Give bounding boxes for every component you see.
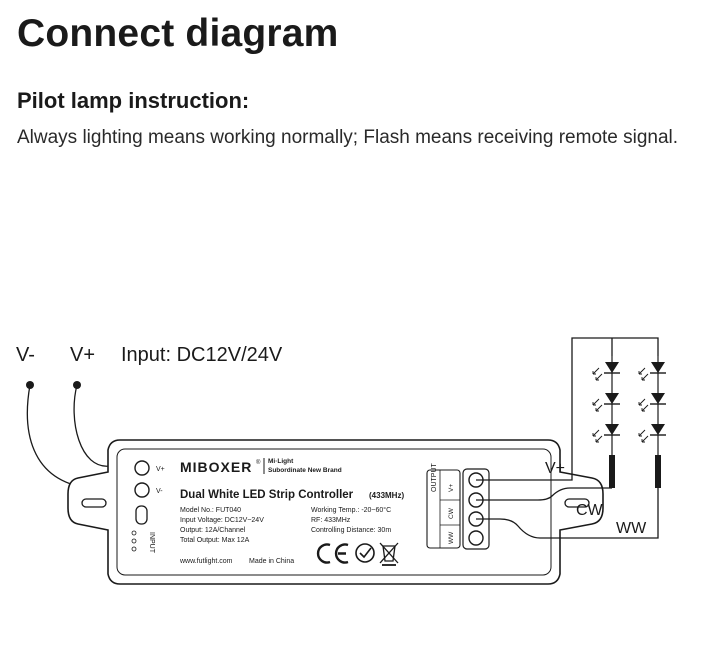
led-icon (605, 424, 619, 435)
led-icon (605, 362, 619, 373)
v-plus-output-wire (476, 337, 659, 481)
right-mounting-slot (564, 498, 590, 508)
spec-rf: RF: 433MHz (311, 517, 351, 524)
led-icon (605, 393, 619, 404)
input-terminal-v-plus (134, 460, 150, 476)
spec-output: Output: 12A/Channel (180, 527, 246, 534)
sub-brand-tagline: Subordinate New Brand (268, 467, 342, 474)
pilot-lamp-description: Always lighting means working normally; … (17, 127, 679, 148)
made-in-china: Made in China (249, 558, 294, 565)
ww-led-string (638, 356, 666, 488)
output-terminal-spare (468, 530, 484, 546)
spec-model: Model No.: FUT040 (180, 507, 241, 514)
input-v-plus-mark: V+ (156, 466, 165, 473)
sub-brand: Mi·Light (268, 458, 294, 465)
input-voltage-label: Input: DC12V/24V (121, 344, 283, 366)
brand-logo: MIBOXER (180, 459, 252, 475)
led-icon (651, 424, 665, 435)
resistor-icon (655, 455, 661, 488)
spec-working-temp: Working Temp.: -20~60°C (311, 506, 391, 514)
led-icon (651, 362, 665, 373)
ce-mark-icon (316, 543, 349, 564)
output-label-box (426, 469, 461, 549)
registered-mark: ® (256, 459, 261, 466)
output-mark-ww: WW (448, 531, 455, 544)
input-v-minus-mark: V- (156, 488, 163, 495)
input-terminal-v-minus (134, 482, 150, 498)
spec-controlling-distance: Controlling Distance: 30m (311, 527, 391, 534)
v-minus-label: V- (16, 344, 35, 366)
product-frequency: (433MHz) (369, 491, 404, 500)
dc-jack-icon (131, 530, 137, 552)
cw-output-wire (476, 487, 612, 501)
weee-bin-icon (379, 542, 399, 566)
output-ww-label: WW (616, 520, 647, 537)
rohs-check-icon (355, 543, 375, 563)
page-title: Connect diagram (17, 12, 339, 55)
product-name: Dual White LED Strip Controller (180, 489, 354, 501)
ww-output-wire (476, 488, 659, 539)
website: www.futlight.com (179, 558, 233, 565)
cw-led-string (592, 356, 620, 488)
output-v-plus-label: V+ (545, 460, 565, 477)
spec-total-output: Total Output: Max 12A (180, 537, 250, 544)
output-cw-label: CW (576, 502, 604, 519)
resistor-icon (609, 455, 615, 488)
output-mark-v-plus: V+ (448, 484, 455, 492)
section-heading: Pilot lamp instruction: (17, 88, 250, 113)
input-port-label: INPUT (148, 532, 155, 554)
indicator-lamp (135, 505, 148, 525)
output-terminal-block (462, 468, 490, 550)
spec-input-voltage: Input Voltage: DC12V~24V (180, 517, 264, 524)
led-icon (651, 393, 665, 404)
output-mark-cw: CW (448, 507, 455, 519)
output-port-label: OUTPUT (431, 463, 438, 493)
left-mounting-slot (81, 498, 107, 508)
v-plus-label: V+ (70, 344, 95, 366)
